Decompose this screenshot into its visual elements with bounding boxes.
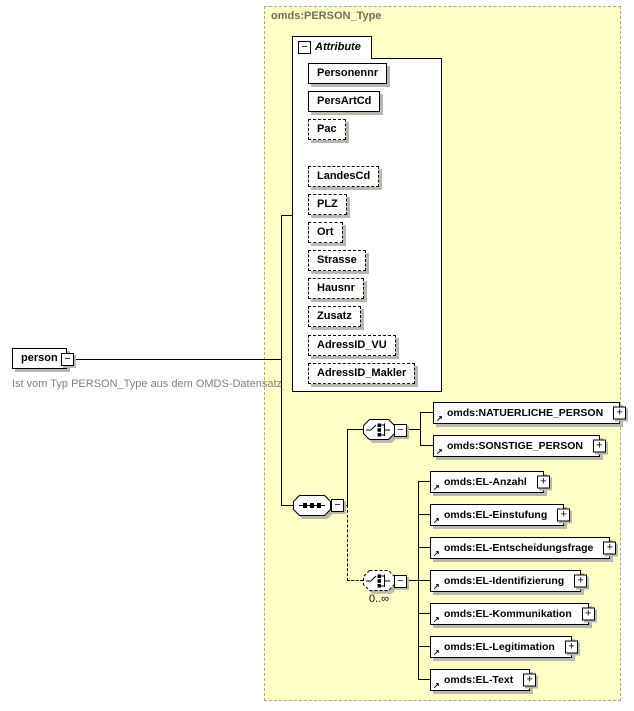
connector-seq-to-choice2-v [347,505,348,581]
choice-collapse-toggle[interactable]: − [394,424,407,437]
sequence-icon[interactable] [293,495,331,521]
element-sonstige-person[interactable]: ↗ omds:SONSTIGE_PERSON + [433,435,606,457]
element-el-kommunikation[interactable]: ↗ omds:EL-Kommunikation + [430,603,595,625]
element-el-text[interactable]: ↗ omds:EL-Text + [430,669,537,691]
choice-optional-collapse-toggle[interactable]: − [394,575,407,588]
person-caption: Ist vom Typ PERSON_Type aus dem OMDS-Dat… [12,378,283,390]
attribute-persartcd[interactable]: PersArtCd [308,91,381,112]
attribute-pac[interactable]: Pac [308,119,346,140]
element-el-anzahl[interactable]: ↗ omds:EL-Anzahl + [430,471,550,493]
attribute-adressid-vu[interactable]: AdressID_VU [308,335,396,356]
reference-arrow-icon: ↗ [433,516,440,525]
element-el-identifizierung[interactable]: ↗ omds:EL-Identifizierung + [430,570,588,592]
reference-arrow-icon: ↗ [433,582,440,591]
person-type-label: omds:PERSON_Type [271,10,382,22]
reference-arrow-icon: ↗ [436,414,443,423]
attribute-adressid-makler[interactable]: AdressID_Makler [308,363,416,384]
attributes-collapse-toggle[interactable]: − [298,41,311,54]
connector-el-stub-3 [418,547,430,548]
reference-arrow-icon: ↗ [433,483,440,492]
connector-seq-to-choice1-h [347,429,363,430]
connector-el-stub-4 [418,580,430,581]
attributes-header-label: Attribute [315,41,361,53]
expand-button-el-legitimation[interactable]: + [564,640,578,654]
element-el-legitimation[interactable]: ↗ omds:EL-Legitimation + [430,636,578,658]
connector-el-stub-6 [418,646,430,647]
attribute-personennr[interactable]: Personennr [308,63,388,84]
connector-choice1-stub-2 [420,445,433,446]
connector-el-stub-5 [418,613,430,614]
attribute-hausnr[interactable]: Hausnr [308,278,364,299]
expand-button-sonstige-person[interactable]: + [592,439,606,453]
attribute-zusatz[interactable]: Zusatz [308,306,361,327]
element-natuerliche-person[interactable]: ↗ omds:NATUERLICHE_PERSON + [433,402,627,424]
sequence-collapse-toggle[interactable]: − [331,499,344,512]
expand-button-el-anzahl[interactable]: + [536,475,550,489]
attribute-ort[interactable]: Ort [308,222,343,243]
connector-trunk [281,215,282,506]
expand-button-el-kommunikation[interactable]: + [581,607,595,621]
attribute-plz[interactable]: PLZ [308,194,347,215]
connector-el-stub-2 [418,514,430,515]
connector-choice2-out [406,580,418,581]
connector-sequence-out [343,505,348,506]
connector-to-attributes [281,215,292,216]
expand-button-el-text[interactable]: + [523,673,537,687]
expand-button-natuerliche-person[interactable]: + [613,406,627,420]
reference-arrow-icon: ↗ [433,648,440,657]
reference-arrow-icon: ↗ [433,615,440,624]
connector-choice1-stub-1 [420,412,433,413]
connector-el-stub-7 [418,679,430,680]
attribute-strasse[interactable]: Strasse [308,250,366,271]
choice-icon[interactable] [363,419,395,445]
reference-arrow-icon: ↗ [433,549,440,558]
element-el-einstufung[interactable]: ↗ omds:EL-Einstufung + [430,504,571,526]
expand-button-el-identifizierung[interactable]: + [574,574,588,588]
reference-arrow-icon: ↗ [436,447,443,456]
connector-choice1-branch [420,412,421,446]
connector-seq-to-choice2-h [347,580,363,581]
connector-choice1-out [406,429,420,430]
person-collapse-toggle[interactable]: − [61,353,74,366]
connector-el-stub-1 [418,481,430,482]
occurrence-label: 0..∞ [368,593,390,605]
reference-arrow-icon: ↗ [433,681,440,690]
person-element-label: person [21,352,58,364]
connector-to-sequence [281,505,293,506]
element-el-entscheidungsfrage[interactable]: ↗ omds:EL-Entscheidungsfrage + [430,537,617,559]
expand-button-el-entscheidungsfrage[interactable]: + [603,541,617,555]
person-element[interactable]: person [12,348,67,369]
connector-seq-to-choice1-v [347,429,348,506]
attribute-landescd[interactable]: LandesCd [308,166,380,187]
connector-person-to-type [73,359,281,360]
expand-button-el-einstufung[interactable]: + [557,508,571,522]
choice-optional-icon[interactable] [363,570,395,596]
attributes-header[interactable]: − Attribute [292,36,372,59]
